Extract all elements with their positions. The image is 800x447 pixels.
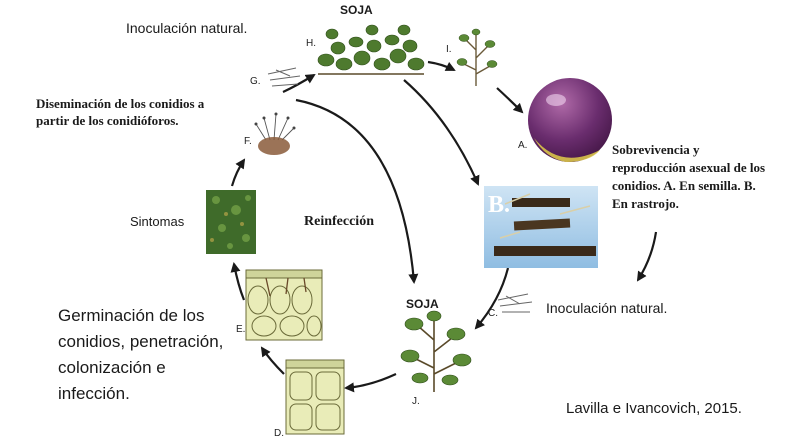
arrow-b-to-j [474, 267, 510, 330]
stage-letter-f: F. [244, 136, 252, 147]
diseminacion-label-line1: Diseminación de los conidios a [36, 96, 205, 111]
stubble-photo [484, 186, 598, 268]
inoculacion-top-label: Inoculación natural. [126, 20, 248, 36]
sobrevivencia-label-line4: En rastrojo. [612, 196, 679, 211]
arrow-a-to-c [636, 231, 658, 282]
stage-letter-h: H. [306, 38, 316, 49]
leaf-tissue-section-e [245, 269, 323, 341]
leaf-tissue-section-d [285, 359, 345, 435]
germinacion-label-line4: infección. [58, 384, 130, 403]
arrow-symptoms-to-f [230, 158, 246, 187]
stage-letter-a: A. [518, 140, 528, 151]
sintomas-label: Sintomas [130, 214, 185, 229]
germinacion-label-line2: conidios, penetración, [58, 332, 224, 351]
stage-letter-e: E. [236, 324, 246, 335]
arrow-reinfeccion [295, 98, 419, 284]
sobrevivencia-label-line1: Sobrevivencia y [612, 142, 700, 157]
infected-seed-photo [528, 78, 612, 162]
arrow-e-to-symptoms [230, 262, 246, 301]
soybean-plants-icon [317, 24, 425, 75]
soja-top-label: SOJA [340, 3, 373, 17]
germinacion-label-line1: Germinación de los [58, 306, 205, 325]
stage-letter-g: G. [250, 76, 261, 87]
inoculacion-right-label: Inoculación natural. [546, 300, 668, 316]
arrow-i-to-a [496, 87, 524, 114]
reinfeccion-label: Reinfección [304, 214, 374, 229]
stage-letter-c: C. [488, 308, 498, 319]
diseminacion-label-line2: partir de los conidióforos. [36, 113, 179, 128]
stage-letter-d: D. [274, 428, 284, 439]
germinacion-label-line3: colonización e [58, 358, 166, 377]
citation-label: Lavilla e Ivancovich, 2015. [566, 400, 742, 417]
soybean-plant-j-icon [400, 310, 472, 392]
arrow-g-to-h [282, 73, 316, 93]
soja-bottom-label: SOJA [406, 297, 439, 311]
cycle-arrows [230, 60, 658, 393]
conidiophore-icon [254, 112, 296, 155]
photo-b-letter: B. [488, 192, 511, 218]
arrow-h-to-i [427, 60, 456, 71]
stage-letter-j: J. [412, 396, 420, 407]
symptom-leaf-photo [206, 190, 256, 254]
conidia-icon-g [267, 67, 301, 87]
arrow-d-to-e [260, 346, 285, 375]
arrow-j-to-d [344, 373, 397, 393]
single-plant-icon [456, 28, 498, 86]
arrow-soja-circle [403, 79, 480, 186]
sobrevivencia-label-line2: reproducción asexual de los [612, 160, 766, 175]
conidia-icon-c [497, 293, 533, 313]
stage-letter-i: I. [446, 44, 452, 55]
sobrevivencia-label-line3: conidios. A. En semilla. B. [612, 178, 756, 193]
